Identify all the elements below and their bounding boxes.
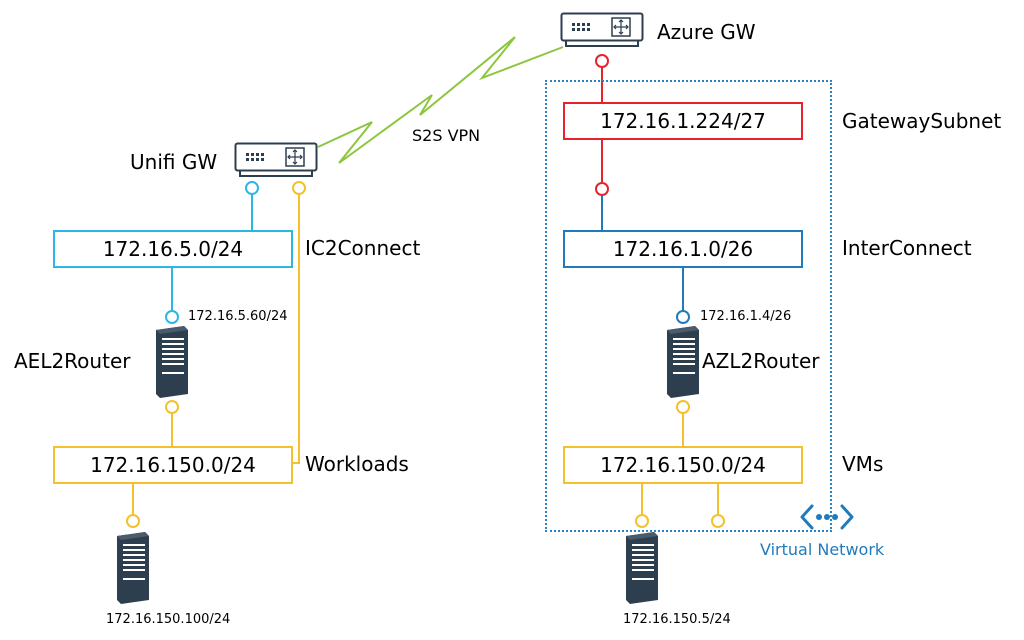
subnet-gateway-cidr: 172.16.1.224/27: [600, 109, 766, 133]
azl2router-bottom-port: [676, 400, 690, 414]
subnet-gateway: 172.16.1.224/27: [563, 102, 803, 140]
subnet-vms: 172.16.150.0/24: [563, 446, 803, 484]
server-icon: [156, 326, 188, 398]
subnet-ic2connect: 172.16.5.0/24: [53, 230, 293, 268]
router-icon: [234, 142, 318, 177]
azure-server-port-b: [711, 514, 725, 528]
ael2router-label: AEL2Router: [14, 349, 131, 373]
virtual-network-label: Virtual Network: [760, 540, 885, 559]
azl2router-device: [665, 324, 701, 400]
azl2router-label: AZL2Router: [702, 349, 820, 373]
server-icon: [117, 532, 149, 604]
gatewaysubnet-connector-port: [595, 182, 609, 196]
ael2router-top-port: [165, 310, 179, 324]
unifi-gw-label: Unifi GW: [130, 150, 218, 174]
s2s-vpn-link: [317, 36, 564, 164]
interconnect-label: InterConnect: [842, 236, 972, 260]
ael2router-ip-label: 172.16.5.60/24: [188, 309, 288, 324]
router-icon: [560, 12, 644, 47]
server-icon: [626, 532, 658, 604]
azl2router-ip-label: 172.16.1.4/26: [700, 309, 792, 324]
subnet-workloads-cidr: 172.16.150.0/24: [90, 453, 256, 477]
subnet-workloads: 172.16.150.0/24: [53, 446, 293, 484]
virtual-network-icon: [800, 504, 854, 530]
azure-server-port-a: [635, 514, 649, 528]
subnet-interconnect-cidr: 172.16.1.0/26: [612, 237, 754, 261]
ic2connect-label: IC2Connect: [305, 236, 421, 260]
vms-label: VMs: [842, 452, 884, 476]
ael2router-bottom-port: [165, 400, 179, 414]
onprem-server-ip-label: 172.16.150.100/24: [106, 612, 231, 627]
unifi-yellow-port: [292, 181, 306, 195]
onprem-server-device: [115, 530, 151, 606]
virtual-network-boundary: [545, 80, 832, 532]
azure-gw-device: [560, 12, 644, 48]
onprem-server-port: [126, 514, 140, 528]
subnet-vms-cidr: 172.16.150.0/24: [600, 453, 766, 477]
azure-gw-label: Azure GW: [657, 20, 756, 44]
subnet-ic2connect-cidr: 172.16.5.0/24: [102, 237, 244, 261]
virtual-network-badge: [798, 502, 856, 532]
azl2router-top-port: [676, 310, 690, 324]
workloads-label: Workloads: [305, 452, 409, 476]
subnet-interconnect: 172.16.1.0/26: [563, 230, 803, 268]
s2s-vpn-label: S2S VPN: [412, 126, 481, 145]
gateway-subnet-label: GatewaySubnet: [842, 109, 1002, 133]
server-icon: [667, 326, 699, 398]
azure-server-device: [624, 530, 660, 606]
ael2router-device: [154, 324, 190, 400]
unifi-gw-device: [234, 142, 318, 178]
azuregw-port: [595, 54, 609, 68]
link-unifi-workloads: [292, 194, 300, 464]
connector-dots: [126, 54, 725, 528]
unifi-blue-port: [245, 181, 259, 195]
azure-server-ip-label: 172.16.150.5/24: [623, 612, 731, 627]
